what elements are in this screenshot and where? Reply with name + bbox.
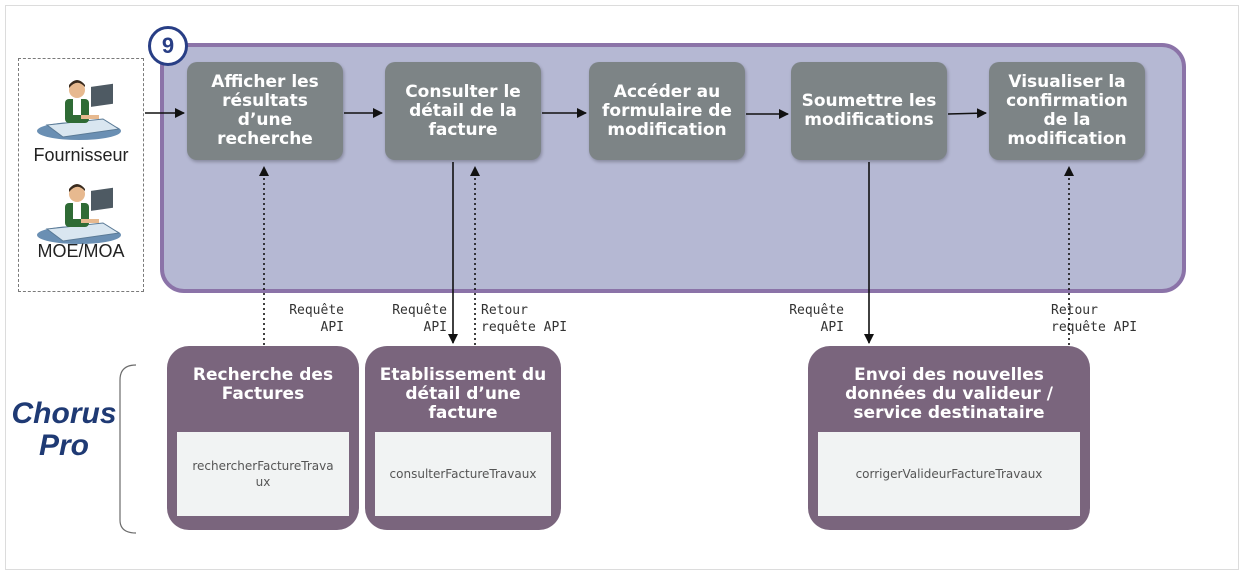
actor-label-moe-moa: MOE/MOA [37,241,125,261]
connector-label-retour-3: Retour requête API [1051,303,1138,335]
connector-label-retour-2: Retour requête API [481,303,568,335]
chorus-pro-label: Chorus Pro [8,398,120,462]
service-api-name: corrigerValideurFactureTravaux [818,432,1080,516]
connector-label-requete-3: Requête API [789,303,844,335]
connector-label-requete-1: Requête API [289,303,344,335]
service-title: Envoi des nouvelles données du valideur … [845,365,1053,423]
step-acceder-formulaire: Accéder au formulaire de modification [589,62,745,160]
step-afficher-resultats: Afficher les résultats d’une recherche [187,62,343,160]
step-soumettre-modifications: Soumettre les modifications [791,62,947,160]
chorus-label-line2: Pro [38,429,89,462]
service-api-name: rechercherFactureTravaux [177,432,349,516]
service-etablissement-detail: Etablissement du détail d’une facture co… [365,346,561,530]
service-envoi-donnees: Envoi des nouvelles données du valideur … [808,346,1090,530]
user-at-desk-icon [37,184,121,244]
connector-label-requete-2: Requête API [392,303,447,335]
service-title: Etablissement du détail d’une facture [379,365,547,423]
arrow-step4-to-step5 [947,108,987,119]
service-api-name: consulterFactureTravaux [375,432,551,516]
step-consulter-detail: Consulter le détail de la facture [385,62,541,160]
actors-box: Fournisseur MOE/MOA [18,58,144,292]
step-visualiser-confirmation: Visualiser la confirmation de la modific… [989,62,1145,160]
service-title: Recherche des Factures [192,365,334,404]
chorus-bracket [119,364,137,534]
actor-fournisseur [19,73,143,148]
actor-moe-moa [19,177,143,252]
step-number-badge: 9 [148,26,188,66]
service-recherche-factures: Recherche des Factures rechercherFacture… [167,346,359,530]
actor-label-fournisseur: Fournisseur [33,145,129,165]
user-at-desk-icon [37,80,121,140]
chorus-label-line1: Chorus [11,397,117,430]
